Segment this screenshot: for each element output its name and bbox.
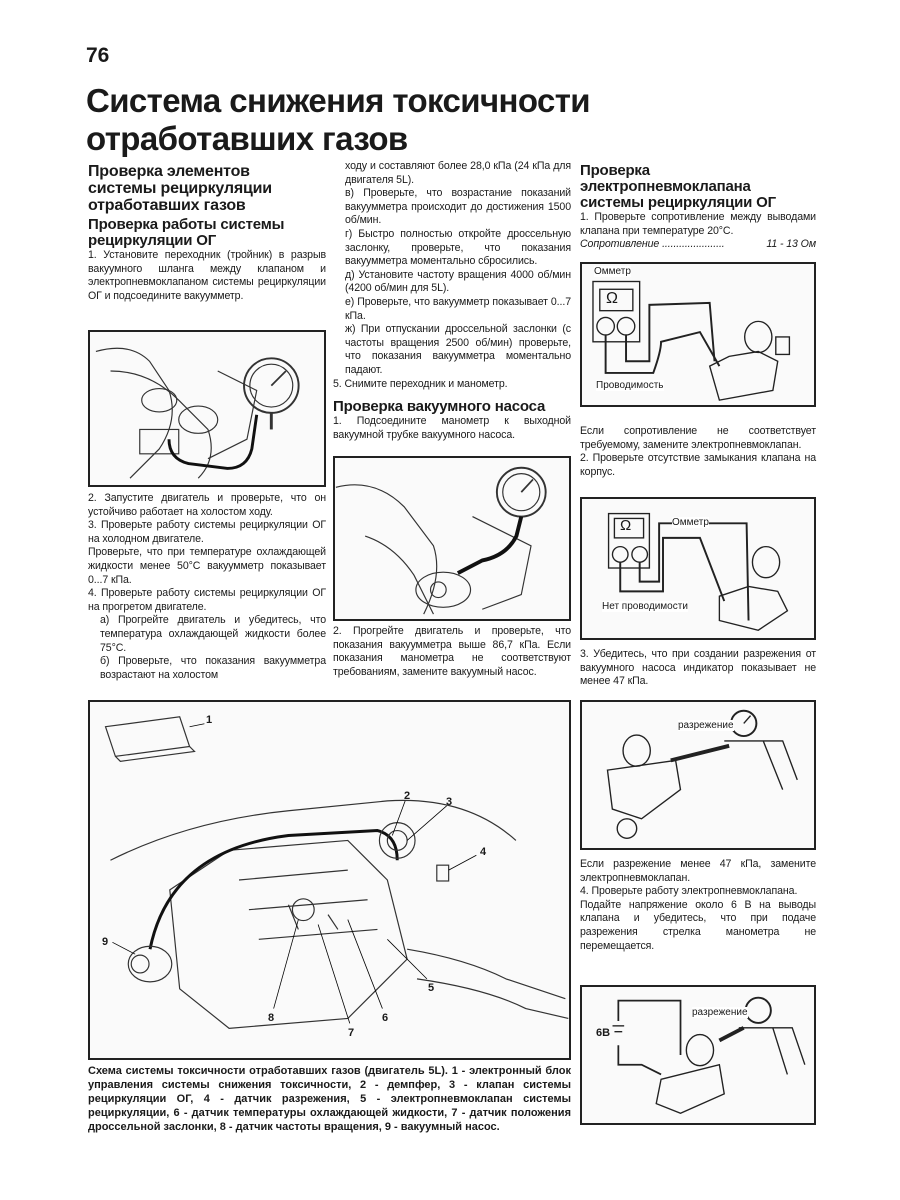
section-heading: Проверка элементов системы рециркуляции …	[88, 163, 326, 214]
callout-4: 4	[480, 846, 487, 858]
heading-line: Проверка элементов	[88, 163, 250, 180]
solenoid-step-4: 4. Проверьте работу электропневмоклапана…	[580, 885, 798, 898]
column-3-text-4: Если разрежение менее 47 кПа, замените э…	[580, 858, 816, 953]
ohmmeter-conductivity-figure: Омметр Ω Проводимость	[580, 262, 816, 407]
ohmmeter-short-illustration	[607, 512, 789, 631]
replace-valve-text-2: Если разрежение менее 47 кПа, замените э…	[580, 858, 816, 884]
step-4b-continued: ходу и составляют более 28,0 кПа (24 кПа…	[345, 160, 571, 186]
step-4v-text: в) Проверьте, что возрастание показаний …	[345, 187, 571, 227]
vacuum-pump-step-2: 2. Прогрейте двигатель и проверьте, что …	[333, 625, 571, 678]
egr-system-diagram: 1 2 3 4 5 6 7 8 9	[88, 700, 571, 1060]
ohmmeter-label: Омметр	[594, 266, 631, 277]
page-number: 76	[86, 44, 110, 67]
vacuum-pump-figure	[333, 456, 571, 621]
step-2-text: 2. Запустите двигатель и проверьте, что …	[88, 492, 326, 518]
vacuum-label: разрежение	[678, 720, 734, 731]
resistance-label: Сопротивление ......................	[580, 238, 725, 251]
title-line-2: отработавших газов	[86, 120, 408, 157]
heading-line: Проверка	[580, 162, 650, 179]
vacuum-label: разрежение	[692, 1007, 748, 1018]
step-1-text: 1. Установите переходник (тройник) в раз…	[88, 249, 326, 302]
ohm-icon: Ω	[620, 517, 632, 534]
heading-line: электропневмоклапана	[580, 178, 751, 195]
egr-vacuum-gauge-figure	[88, 330, 326, 487]
solenoid-valve-heading: Проверка электропневмоклапана системы ре…	[580, 163, 816, 211]
callout-9: 9	[102, 936, 109, 948]
column-2: ходу и составляют более 28,0 кПа (24 кПа…	[333, 160, 571, 442]
heading-line: рециркуляции ОГ	[88, 232, 217, 249]
column-1-continued: 2. Запустите двигатель и проверьте, что …	[88, 492, 326, 682]
step-4b-text: б) Проверьте, что показания вакуумметра …	[100, 655, 326, 681]
page-title: Система снижения токсичности отработавши…	[86, 82, 591, 158]
replace-valve-text: Если сопротивление не соответствует треб…	[580, 425, 816, 451]
callout-6: 6	[382, 1012, 389, 1024]
solenoid-step-1: 1. Проверьте сопротивление между выводам…	[580, 211, 816, 237]
caption-body: 1 - электронный блок управления системы …	[88, 1065, 572, 1133]
step-4a-text: а) Прогрейте двигатель и убедитесь, что …	[100, 614, 326, 654]
step-4-text: 4. Проверьте работу системы рециркуляции…	[88, 587, 326, 613]
engine-system-illustration	[104, 716, 569, 1029]
resistance-spec: Сопротивление ...................... 11 …	[580, 238, 816, 252]
column-3: Проверка электропневмоклапана системы ре…	[580, 163, 816, 252]
caption-title: Схема системы токсичности отработавших г…	[88, 1065, 448, 1077]
solenoid-step-3: 3. Убедитесь, что при создании разрежени…	[580, 648, 816, 688]
step-4d-text: д) Установите частоту вращения 4000 об/м…	[345, 268, 571, 295]
battery-vacuum-illustration	[612, 996, 806, 1115]
no-conductivity-label: Нет проводимости	[602, 601, 688, 612]
callout-1: 1	[206, 714, 213, 726]
voltage-label: 6В	[596, 1027, 611, 1039]
vacuum-pump-heading: Проверка вакуумного насоса	[333, 398, 546, 416]
callout-3: 3	[446, 796, 453, 808]
heading-line: Проверка работы системы	[88, 216, 285, 233]
vacuum-pump-illustration	[335, 466, 547, 615]
title-line-1: Система снижения токсичности	[86, 82, 591, 119]
diagram-caption: Схема системы токсичности отработавших г…	[88, 1064, 571, 1134]
callout-8: 8	[268, 1012, 275, 1024]
engine-vacuum-gauge-illustration	[95, 347, 300, 479]
heading-line: системы рециркуляции ОГ	[580, 194, 776, 211]
column-3-text-2: Если сопротивление не соответствует треб…	[580, 425, 816, 479]
resistance-value: 11 - 13 Ом	[766, 238, 816, 251]
voltage-test-figure: 6В разрежение	[580, 985, 816, 1125]
callout-5: 5	[428, 982, 435, 994]
ohm-icon: Ω	[606, 290, 618, 307]
ohmmeter-illustration	[592, 280, 791, 401]
step-4zh-text: ж) При отпускании дроссельной заслонки (…	[345, 323, 571, 376]
solenoid-step-4-detail: Подайте напряжение около 6 В на выводы к…	[580, 898, 816, 952]
heading-line: отработавших газов	[88, 197, 246, 214]
step-4e-text: е) Проверьте, что вакуумметр показывает …	[345, 295, 571, 322]
step-3-detail: Проверьте, что при температуре охлаждающ…	[88, 546, 326, 586]
subsection-heading: Проверка работы системы рециркуляции ОГ	[88, 217, 326, 249]
vacuum-test-figure: разрежение	[580, 700, 816, 850]
vacuum-pump-step-1: 1. Подсоедините манометр к выходной ваку…	[333, 415, 571, 441]
heading-line: системы рециркуляции	[88, 180, 272, 197]
callout-2: 2	[404, 790, 411, 802]
conductivity-label: Проводимость	[596, 380, 664, 391]
ohmmeter-label: Омметр	[672, 517, 709, 528]
solenoid-step-2: 2. Проверьте отсутствие замыкания клапан…	[580, 452, 816, 478]
callout-7: 7	[348, 1027, 355, 1039]
ohmmeter-no-conductivity-figure: Ω Омметр Нет проводимости	[580, 497, 816, 640]
step-4g-text: г) Быстро полностью откройте дроссельную…	[345, 227, 571, 268]
step-3-text: 3. Проверьте работу системы рециркуляции…	[88, 519, 326, 545]
column-1: Проверка элементов системы рециркуляции …	[88, 163, 326, 303]
step-5-text: 5. Снимите переходник и манометр.	[333, 377, 508, 390]
